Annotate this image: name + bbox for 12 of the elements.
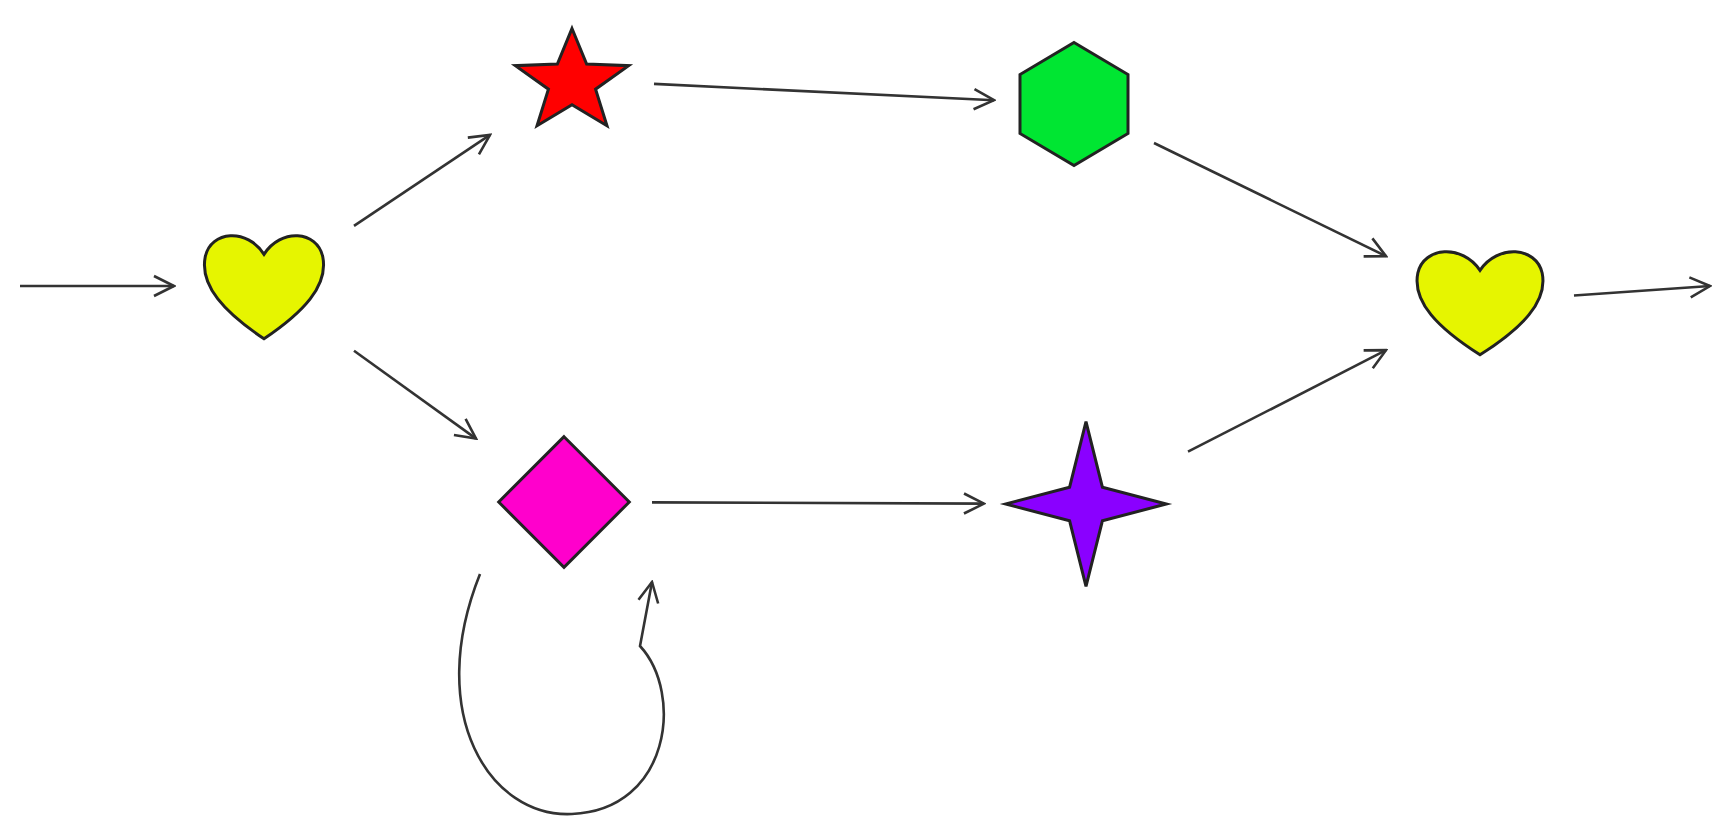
arrow <box>353 133 492 227</box>
diamond-shape <box>496 434 632 570</box>
arrow <box>457 573 665 816</box>
arrow <box>20 274 176 298</box>
arrow <box>1573 276 1712 299</box>
hexagon-shape <box>1014 40 1134 168</box>
arrow <box>652 492 986 515</box>
arrow <box>1153 141 1388 258</box>
arrow <box>1187 348 1388 453</box>
arrow <box>353 349 478 440</box>
sparkle-shape <box>1004 420 1168 588</box>
arrow <box>653 82 996 111</box>
